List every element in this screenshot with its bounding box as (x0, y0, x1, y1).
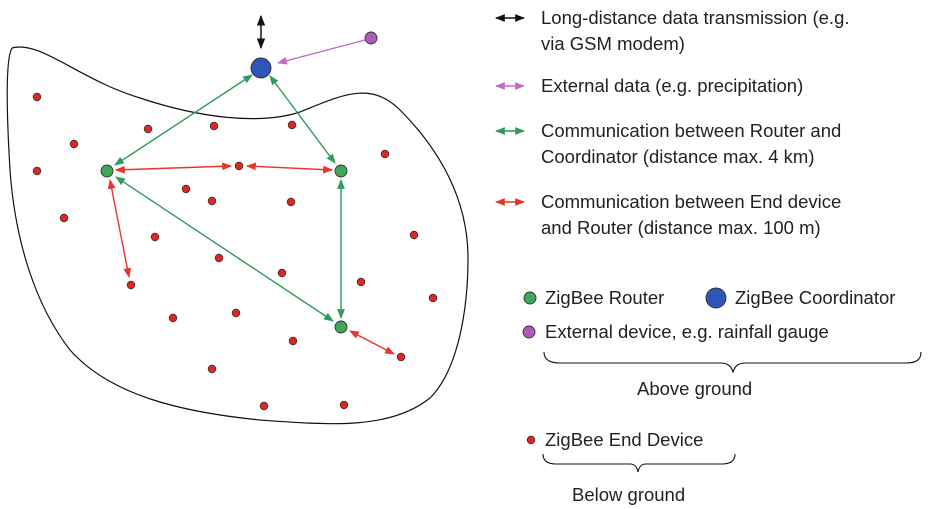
end-device-node (69, 139, 79, 149)
end-device-node (339, 400, 349, 410)
legend-coordinator-label: ZigBee Coordinator (735, 287, 896, 308)
end-device-node (126, 280, 136, 290)
end-device-node (32, 166, 42, 176)
router-link (115, 176, 334, 322)
router-legend-icon (523, 291, 537, 305)
end-device-node (428, 293, 438, 303)
legend-long-distance-line1: Long-distance data transmission (e.g. (541, 7, 850, 28)
end-device-node (214, 253, 224, 263)
legend-end-device-label: ZigBee End Device (545, 429, 704, 450)
end-device-node (168, 313, 178, 323)
end-device-node (181, 184, 191, 194)
end-device-node (409, 230, 419, 240)
end-device-node (32, 92, 42, 102)
legend-router-label: ZigBee Router (545, 287, 665, 308)
legend-router-coordinator-line2: Coordinator (distance max. 4 km) (541, 146, 815, 167)
coordinator-legend-icon (705, 287, 727, 309)
legend-external-device-label: External device, e.g. rainfall gauge (545, 321, 829, 342)
end-device-node (396, 352, 406, 362)
external-device-legend-icon (522, 325, 536, 339)
end-device-node (143, 124, 153, 134)
end-device-node (380, 149, 390, 159)
end-device-node (234, 161, 244, 171)
end-device-node (231, 308, 241, 318)
legend-external-data: External data (e.g. precipitation) (541, 75, 804, 96)
end-device-node (207, 364, 217, 374)
end-device-node (259, 401, 269, 411)
router-node (100, 164, 114, 178)
end-device-node (209, 121, 219, 131)
router-node (334, 164, 348, 178)
end-device-node (150, 232, 160, 242)
end-device-link (107, 179, 132, 278)
end-device-node (356, 277, 366, 287)
legend-router-coordinator-line1: Communication between Router and (541, 120, 842, 141)
end-device-link (246, 162, 333, 174)
external-device-node (364, 31, 378, 45)
end-device-node (207, 196, 217, 206)
above-ground-label: Above ground (637, 378, 753, 399)
coordinator-node (250, 57, 272, 79)
end-device-node (288, 336, 298, 346)
end-device-node (286, 197, 296, 207)
external-data-link (277, 39, 366, 65)
router-link (269, 75, 336, 164)
end-device-link (349, 330, 395, 355)
end-device-node (277, 268, 287, 278)
below-ground-brace (542, 453, 736, 473)
ground-area-boundary (6, 46, 469, 425)
below-ground-label: Below ground (572, 484, 686, 505)
above-ground-brace (543, 351, 922, 374)
legend-end-device-router-line2: and Router (distance max. 100 m) (541, 217, 821, 238)
end-device-link (115, 162, 232, 174)
legend-end-device-router-line1: Communication between End device (541, 191, 842, 212)
router-node (334, 320, 348, 334)
router-link (114, 74, 253, 166)
end-device-node (287, 120, 297, 130)
end-device-node (59, 213, 69, 223)
legend-arrow-icons (495, 14, 525, 206)
end-device-legend-icon (526, 435, 536, 445)
legend-long-distance-line2: via GSM modem) (541, 33, 685, 54)
